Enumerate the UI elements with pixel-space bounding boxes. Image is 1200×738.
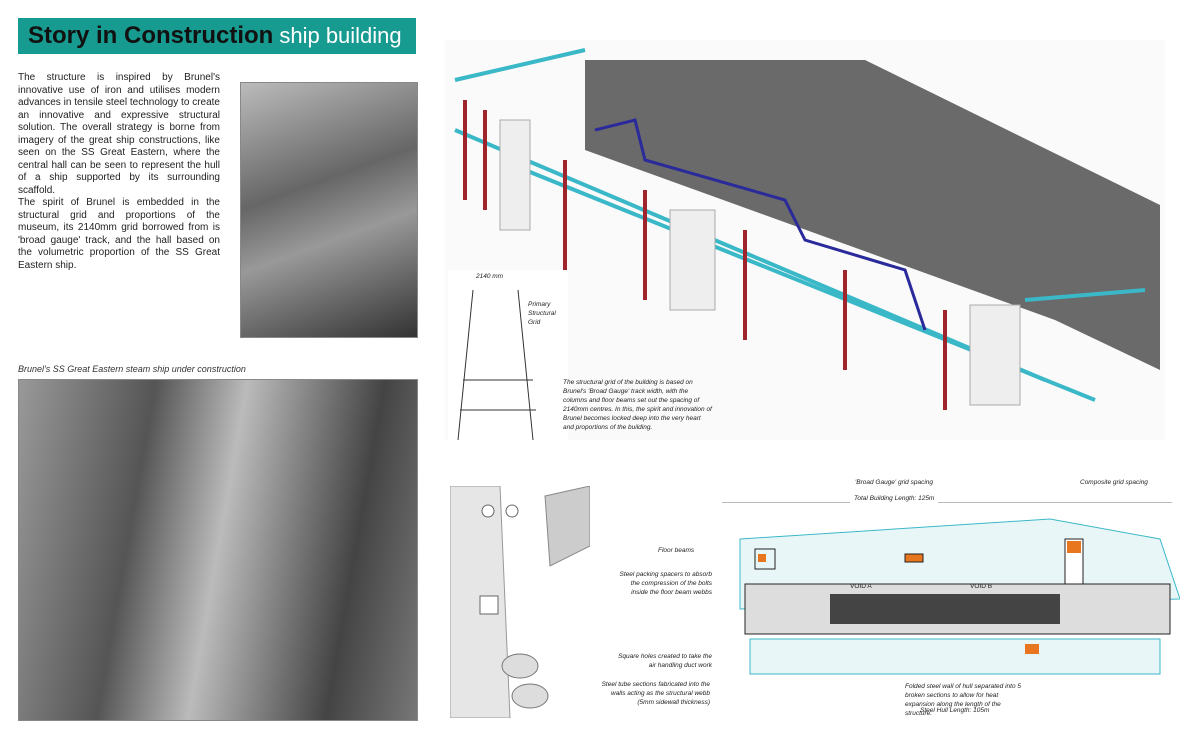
hull-length: Steel Hull Length: 105m	[920, 707, 990, 714]
label-packing-spacers: Steel packing spacers to absorb the comp…	[619, 571, 713, 596]
sketch-dimension: 2140 mm	[476, 273, 504, 280]
crane-photo	[240, 82, 418, 338]
photo-caption: Brunel's SS Great Eastern steam ship und…	[18, 364, 246, 374]
grid-spacing-1: 'Broad Gauge' grid spacing	[855, 479, 934, 486]
sketch-caption: The structural grid of the building is b…	[563, 379, 712, 431]
red-columns	[463, 100, 947, 410]
grid-spacing-2: Composite grid spacing	[1080, 479, 1148, 486]
intro-paragraph-1: The structure is inspired by Brunel's in…	[18, 72, 220, 196]
label-floor-beams: Floor beams	[658, 547, 695, 554]
void-a: VOID A	[850, 583, 872, 590]
floor-plan: 'Broad Gauge' grid spacing Composite gri…	[720, 474, 1180, 724]
total-length: Total Building Length: 125m	[850, 494, 939, 503]
label-square-holes: Square holes created to take the air han…	[618, 653, 712, 669]
title-light: ship building	[279, 23, 402, 48]
title-bold: Story in Construction	[28, 22, 274, 49]
grid-sketch: 2140 mm Primary Structural Grid	[448, 270, 568, 445]
wall-detail	[450, 486, 590, 718]
hull-fins	[585, 60, 1160, 370]
ship-construction-photo	[18, 379, 418, 721]
blue-beams	[594, 118, 927, 331]
intro-paragraph-2: The spirit of Brunel is embedded in the …	[18, 197, 220, 271]
hull-note: Folded steel wall of hull separated into…	[905, 683, 1021, 717]
sketch-label: Primary Structural Grid	[528, 301, 556, 326]
label-steel-tube: Steel tube sections fabricated into the …	[601, 681, 710, 706]
void-b: VOID B	[970, 583, 993, 590]
